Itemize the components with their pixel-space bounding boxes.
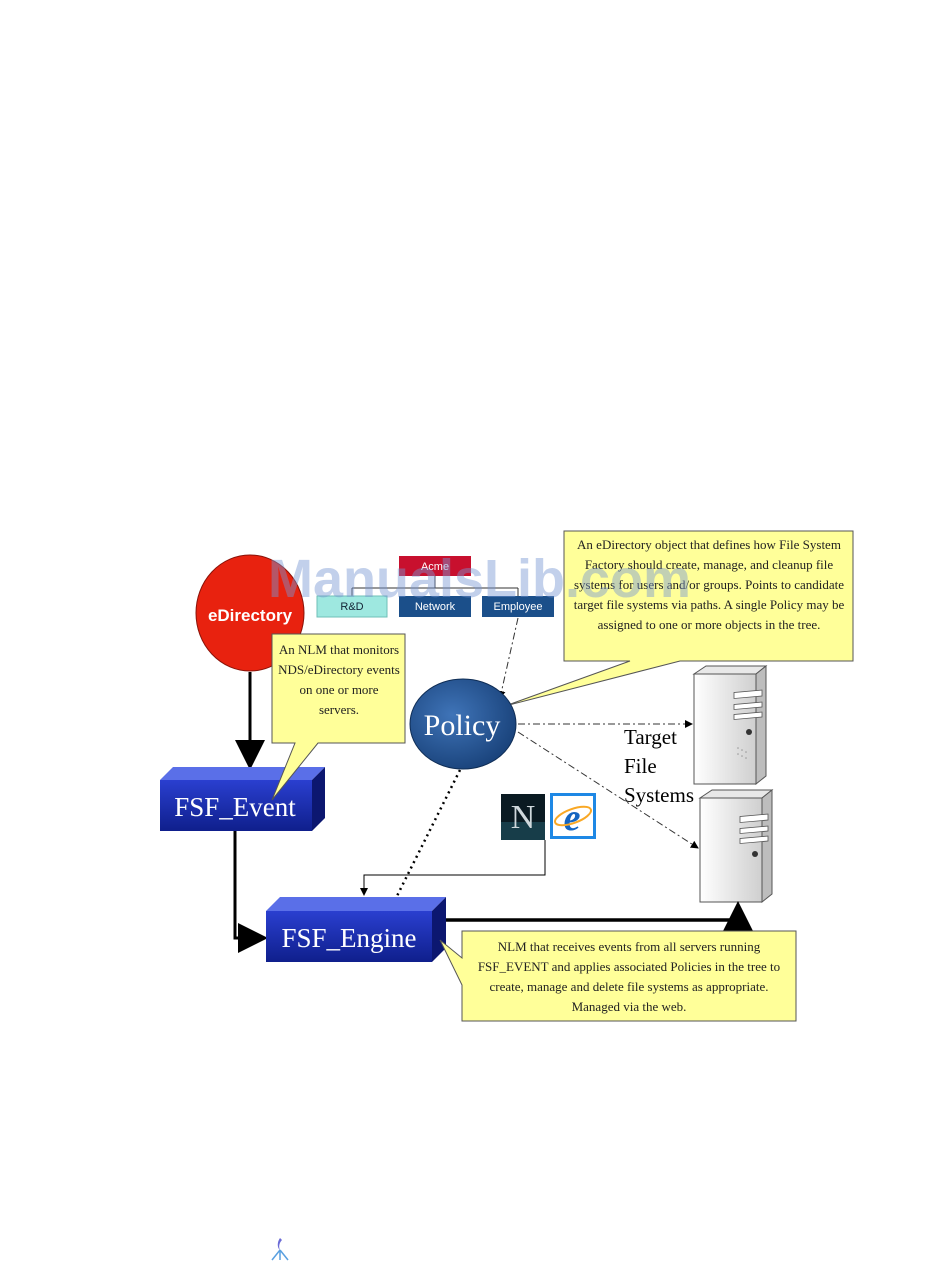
org-root-label: Acme — [421, 561, 449, 573]
policy-label: Policy — [424, 709, 501, 742]
policy-callout-text: An eDirectory object that defines how Fi… — [568, 535, 850, 635]
org-tree: Acme R&D Network Employee — [317, 556, 554, 617]
target-file-systems-label: Target File Systems — [624, 725, 694, 807]
fsf-event-box: FSF_Event — [160, 767, 325, 831]
fsf-event-label: FSF_Event — [174, 792, 296, 822]
browser-to-engine-arrow — [364, 840, 545, 895]
server-icon — [694, 666, 766, 784]
org-network-label: Network — [415, 601, 456, 613]
ie-letter: e — [564, 797, 581, 839]
target-label-line1: Target — [624, 725, 677, 749]
netscape-letter: N — [511, 799, 536, 836]
org-employee-label: Employee — [494, 601, 543, 613]
target-label-line2: File — [624, 754, 657, 778]
footer-logo-icon — [268, 1236, 292, 1262]
fsf-engine-label: FSF_Engine — [281, 923, 416, 953]
employee-to-policy-arrow — [500, 618, 518, 698]
server-icon — [700, 790, 772, 902]
fsf-engine-box: FSF_Engine — [266, 897, 446, 962]
policy-callout: An eDirectory object that defines how Fi… — [505, 531, 853, 706]
engine-callout: NLM that receives events from all server… — [440, 931, 796, 1021]
org-rd-label: R&D — [340, 601, 363, 613]
event-callout-text: An NLM that monitors NDS/eDirectory even… — [278, 640, 400, 720]
engine-to-server-arrow — [446, 908, 738, 920]
internet-explorer-icon: e — [550, 793, 596, 839]
event-callout: An NLM that monitors NDS/eDirectory even… — [272, 634, 405, 800]
policy-to-engine-dotted — [396, 770, 460, 898]
policy-node: Policy — [410, 679, 516, 769]
event-to-engine-arrow — [235, 831, 262, 938]
target-label-line3: Systems — [624, 783, 694, 807]
netscape-icon: N — [501, 794, 545, 840]
engine-callout-text: NLM that receives events from all server… — [468, 937, 790, 1017]
edirectory-label: eDirectory — [208, 606, 293, 625]
